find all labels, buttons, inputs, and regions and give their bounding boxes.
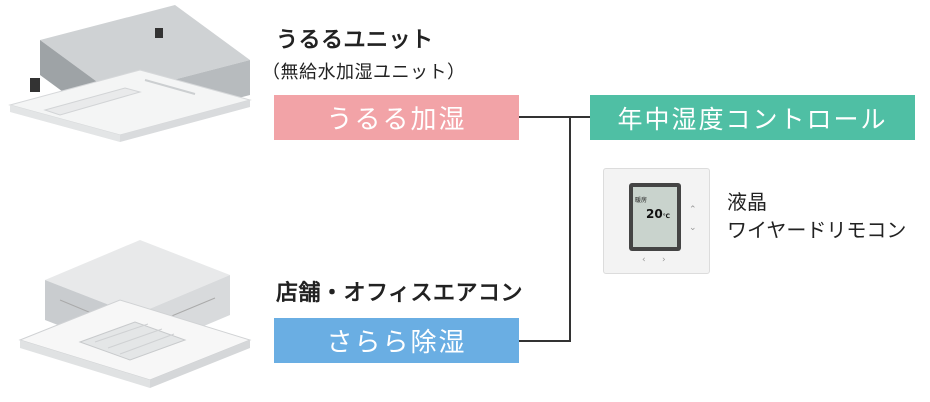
remote-label-line2: ワイヤードリモコン	[727, 218, 907, 242]
remote-up-icon: ⌃	[689, 205, 697, 215]
humidity-control-label: 年中湿度コントロール	[617, 104, 888, 134]
remote-screen: 暖房 20℃	[633, 187, 677, 247]
remote-screen-mode: 暖房	[635, 197, 648, 204]
humidifier-unit-subtitle: （無給水加湿ユニット）	[262, 62, 466, 83]
humidifier-unit-illustration	[8, 5, 252, 142]
aircon-title: 店舗・オフィスエアコン	[276, 281, 524, 306]
humidity-control-pill: 年中湿度コントロール	[590, 95, 915, 140]
remote-controller: 暖房 20℃ ⌃ ⌄ ‹ ›	[603, 168, 710, 274]
remote-screen-temp-unit: ℃	[662, 213, 670, 220]
humidifier-unit-title: うるるユニット	[276, 28, 434, 53]
dehumidify-feature-pill: さらら除湿	[274, 318, 519, 363]
connector-bottom	[519, 340, 571, 342]
remote-right-icon: ›	[662, 255, 666, 265]
dehumidify-feature-label: さらら除湿	[326, 328, 467, 358]
remote-screen-temp: 20	[646, 207, 663, 221]
humidify-feature-pill: うるる加湿	[274, 95, 519, 140]
humidify-feature-label: うるる加湿	[326, 105, 467, 135]
remote-left-icon: ‹	[642, 255, 646, 265]
remote-label-line1: 液晶	[727, 190, 767, 214]
cassette-aircon-illustration	[18, 240, 252, 388]
remote-down-icon: ⌄	[689, 223, 697, 233]
remote-screen-frame: 暖房 20℃	[629, 183, 681, 251]
connector-top	[519, 116, 591, 118]
connector-vertical	[569, 116, 571, 342]
